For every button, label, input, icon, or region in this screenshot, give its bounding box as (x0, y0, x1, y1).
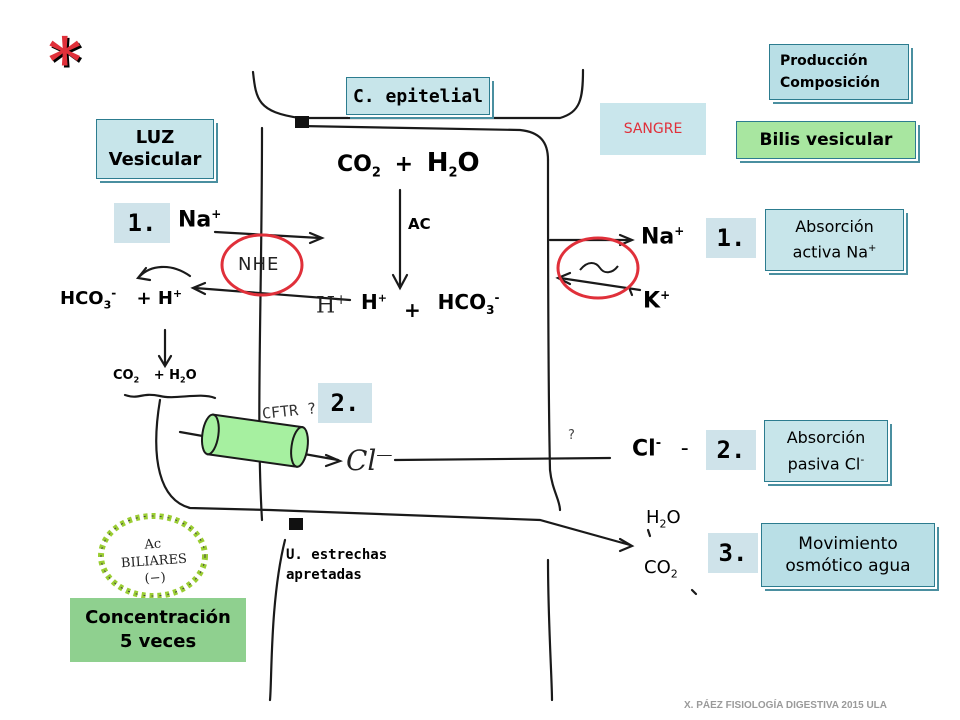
na-right-label: Na+ (641, 224, 685, 250)
absorcion-na-line1: Absorción (795, 217, 874, 237)
concentracion-line1: Concentración (85, 607, 231, 628)
cell-top-right (298, 124, 550, 162)
absorcion-cl-line2: pasiva Cl- (787, 452, 865, 474)
h2o-bottom-label: H2O (646, 507, 681, 531)
k-right-label: K+ (643, 288, 671, 314)
hco3-h-left: HCO3- + H+ (60, 286, 183, 312)
sangre-label: SANGRE (623, 121, 683, 137)
luz-vesicular-box: LUZ Vesicular (96, 119, 214, 179)
footer-credit: X. PÁEZ FISIOLOGÍA DIGESTIVA 2015 ULA (684, 700, 887, 711)
ac-biliares-label: Ac BILIARES (−) (120, 536, 188, 587)
c-epitelial-label: C. epitelial (352, 85, 484, 107)
movimiento-line2: osmótico agua (785, 556, 911, 576)
step-2-right-box: 2. (706, 430, 756, 470)
left-membrane (258, 126, 264, 522)
concentracion-box: Concentración 5 veces (70, 598, 246, 662)
tight-junction-bottom (289, 518, 303, 530)
co2-bottom-label: CO2 (644, 557, 678, 581)
step-1-right-label: 1. (716, 224, 746, 252)
h-handwritten-label: H+ (316, 292, 347, 319)
union-estrechas-label: U. estrechas apretadas (286, 547, 388, 583)
luz-label: LUZ (135, 127, 175, 148)
step-1-left-box: 1. (114, 203, 170, 243)
h-hco3-mid: H+ + HCO3- (361, 290, 500, 322)
concentracion-line2: 5 veces (119, 631, 197, 652)
step-2-mid-label: 2. (330, 389, 360, 417)
absorcion-cl-line1: Absorción (786, 427, 866, 447)
step-1-left-label: 1. (127, 209, 157, 237)
nhe-exchanger-circle (220, 233, 304, 297)
step-2-mid-box: 2. (318, 383, 372, 423)
produccion-label: Producción (780, 53, 868, 69)
composicion-label: Composición (780, 75, 880, 91)
lower-right-boundary (546, 558, 554, 702)
cftr-channel (200, 413, 309, 468)
lower-cell-boundary (268, 538, 287, 702)
bilis-vesicular-label: Bilis vesicular (759, 130, 893, 150)
absorcion-activa-na-box: Absorción activa Na+ (765, 209, 904, 271)
na-left-label: Na+ (178, 207, 222, 233)
vesicular-label: Vesicular (108, 149, 202, 170)
produccion-box: Producción Composición (769, 44, 909, 100)
cl-right-label: Cl- - (632, 436, 689, 462)
c-epitelial-box: C. epitelial (346, 77, 490, 115)
sangre-box: SANGRE (600, 103, 706, 155)
step-1-right-box: 1. (706, 218, 756, 258)
cl-handwritten-label: Cl— (346, 444, 393, 477)
na-k-pump-circle (556, 236, 640, 300)
nhe-label: NHE (238, 254, 280, 275)
step-3-label: 3. (718, 539, 748, 567)
question-mark-mid: ? (568, 428, 575, 443)
co2-h2o-small: CO2 + H2O (113, 368, 197, 385)
absorcion-na-line2: activa Na+ (792, 242, 877, 262)
step-2-right-label: 2. (716, 436, 746, 464)
step-3-box: 3. (708, 533, 758, 573)
co2-h2o-top: CO2 + H2O (337, 148, 480, 181)
asterisk-mark: * (48, 24, 82, 99)
movimiento-line1: Movimiento (798, 534, 898, 554)
absorcion-pasiva-cl-box: Absorción pasiva Cl- (764, 420, 888, 482)
ac-enzyme-label: AC (408, 215, 431, 233)
movimiento-osmotico-box: Movimiento osmótico agua (761, 523, 935, 587)
bilis-vesicular-box: Bilis vesicular (736, 121, 916, 159)
tight-junction-top (295, 116, 309, 128)
right-membrane (546, 158, 562, 512)
